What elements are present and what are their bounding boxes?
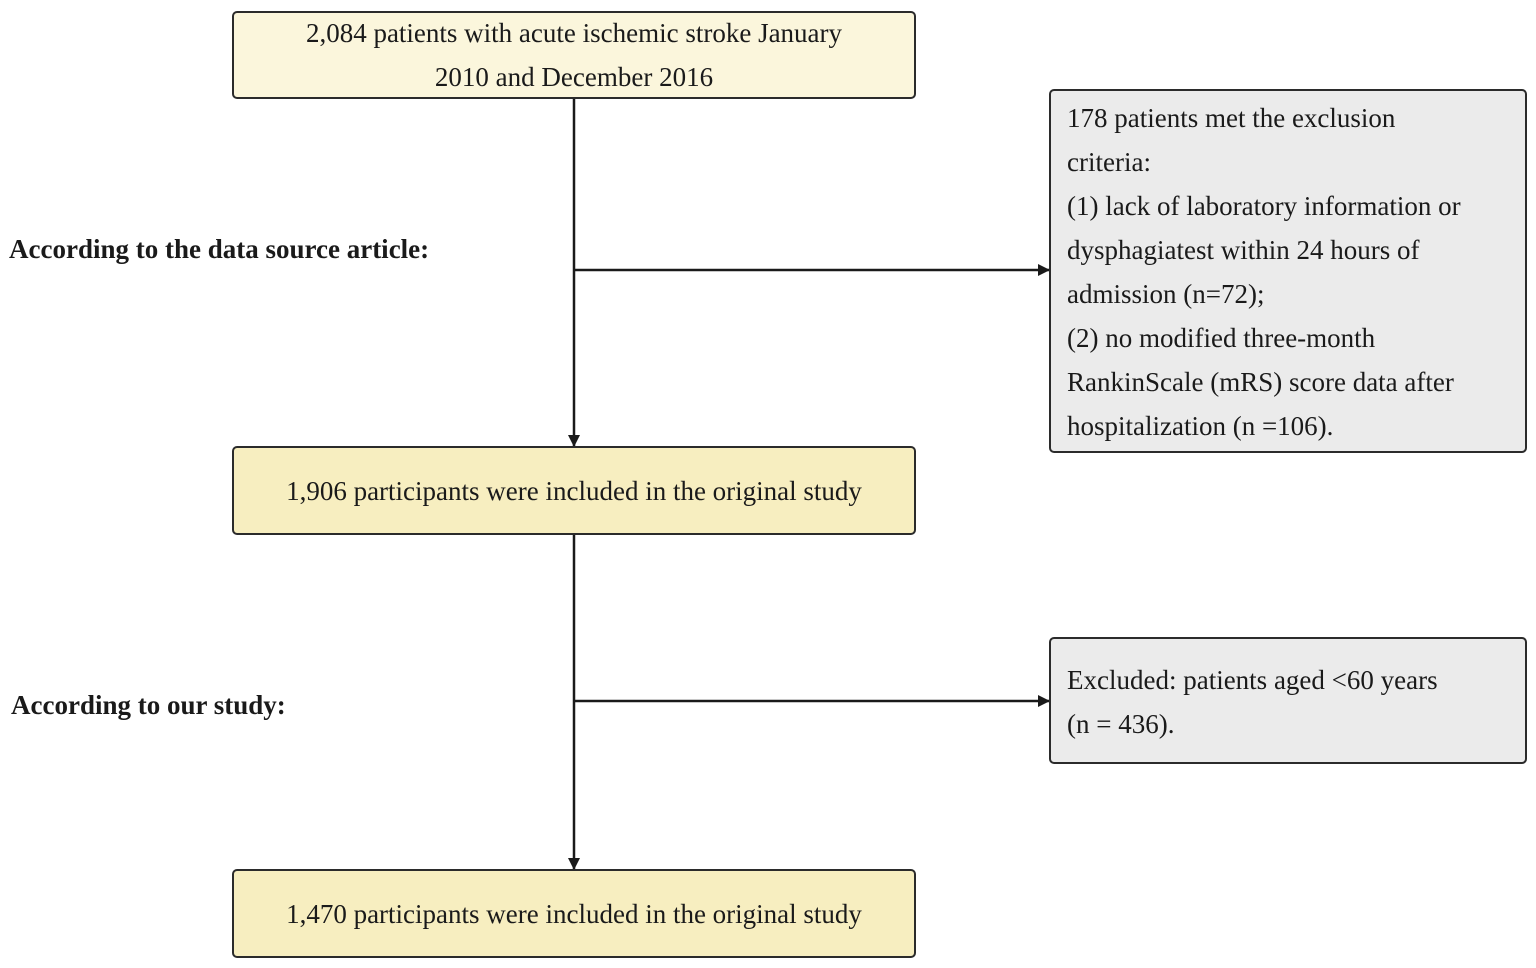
included-original-study-box: 1,906 participants were included in the …	[232, 446, 916, 535]
exclusion-criteria-line: (1) lack of laboratory information or	[1067, 191, 1461, 221]
start-population-line: 2010 and December 2016	[434, 62, 714, 92]
exclusion-criteria-box: 178 patients met the exclusion criteria:…	[1049, 89, 1527, 453]
start-population-line: 2,084 patients with acute ischemic strok…	[305, 18, 843, 48]
age-exclusion-line: Excluded: patients aged <60 years	[1067, 665, 1438, 695]
exclusion-criteria-line: criteria:	[1067, 147, 1151, 177]
stage-label-data-source: According to the data source article:	[9, 234, 430, 264]
stage-label-our-study: According to our study:	[11, 690, 286, 720]
start-population-text: 2,084 patients with acute ischemic strok…	[306, 11, 842, 99]
exclusion-criteria-line: hospitalization (n =106).	[1067, 411, 1334, 441]
age-exclusion-box: Excluded: patients aged <60 years (n = 4…	[1049, 637, 1527, 764]
final-cohort-text: 1,470 participants were included in the …	[286, 898, 862, 929]
age-exclusion-line: (n = 436).	[1067, 709, 1175, 739]
exclusion-criteria-line: RankinScale (mRS) score data after	[1067, 367, 1454, 397]
final-cohort-box: 1,470 participants were included in the …	[232, 869, 916, 958]
exclusion-criteria-line: 178 patients met the exclusion	[1067, 103, 1396, 133]
exclusion-criteria-line: (2) no modified three-month	[1067, 323, 1376, 353]
exclusion-criteria-line: admission (n=72);	[1067, 279, 1265, 309]
exclusion-criteria-line: dysphagiatest within 24 hours of	[1067, 235, 1420, 265]
start-population-box: 2,084 patients with acute ischemic strok…	[232, 11, 916, 99]
included-original-study-text: 1,906 participants were included in the …	[286, 475, 862, 506]
